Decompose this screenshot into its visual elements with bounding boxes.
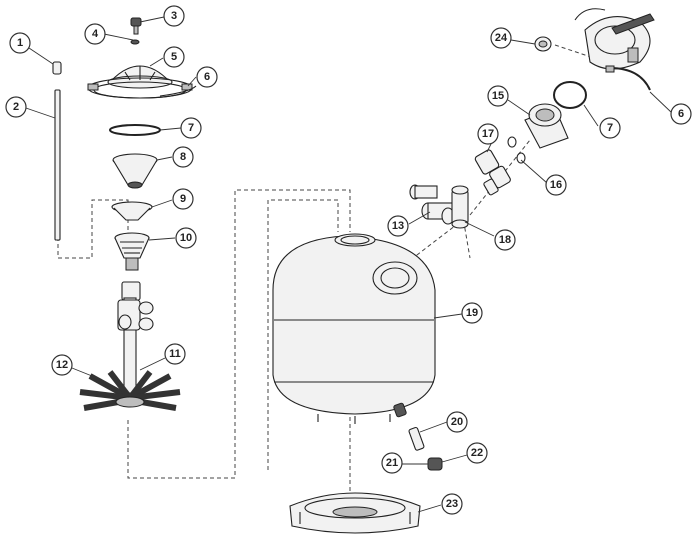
callout-12: 12 xyxy=(51,354,73,376)
callout-label: 4 xyxy=(92,28,99,40)
callout-label: 9 xyxy=(180,193,186,205)
callout-label: 8 xyxy=(180,151,186,163)
part-22-drain-cap xyxy=(427,457,443,471)
callout-17: 17 xyxy=(477,123,499,145)
callout-13: 13 xyxy=(387,215,409,237)
part-20-drain-body xyxy=(393,402,425,451)
callout-label: 5 xyxy=(171,51,177,63)
part-7-o-ring-right xyxy=(553,81,587,109)
callout-label: 7 xyxy=(607,122,613,134)
callout-10: 10 xyxy=(175,227,197,249)
part-24-pressure-gauge xyxy=(534,36,552,52)
callout-21: 21 xyxy=(381,452,403,474)
part-10-basket xyxy=(114,232,150,271)
callout-16: 16 xyxy=(545,174,567,196)
part-8-diffuser xyxy=(112,153,158,189)
part-5-dome-cover xyxy=(107,65,173,89)
callout-7-left: 7 xyxy=(180,117,202,139)
callout-label: 1 xyxy=(17,37,23,49)
callout-24: 24 xyxy=(490,27,512,49)
callout-8: 8 xyxy=(172,146,194,168)
callout-label: 10 xyxy=(180,232,192,244)
callout-label: 6 xyxy=(204,71,210,83)
callout-label: 20 xyxy=(451,416,463,428)
callout-label: 21 xyxy=(386,457,398,469)
callout-label: 3 xyxy=(171,10,177,22)
multiport-valve xyxy=(574,8,655,70)
callout-11: 11 xyxy=(164,343,186,365)
callout-label: 2 xyxy=(13,101,19,113)
callout-1: 1 xyxy=(9,32,31,54)
part-15-valve-adapter xyxy=(524,103,569,149)
callout-label: 17 xyxy=(482,128,494,140)
part-9-flange xyxy=(111,201,153,221)
callout-22: 22 xyxy=(466,442,488,464)
part-6-clamp-ring-left xyxy=(87,77,197,99)
callout-19: 19 xyxy=(461,302,483,324)
part-6-clamp-ring-right xyxy=(605,65,651,91)
callout-18: 18 xyxy=(494,229,516,251)
part-1-cap xyxy=(52,61,62,75)
part-13-manifold xyxy=(409,184,457,225)
part-23-base xyxy=(289,492,421,534)
part-7-o-ring-left xyxy=(109,124,161,136)
callout-label: 12 xyxy=(56,359,68,371)
callout-23: 23 xyxy=(441,493,463,515)
part-16-o-rings xyxy=(507,136,526,164)
callout-label: 6 xyxy=(678,108,684,120)
callout-label: 22 xyxy=(471,447,483,459)
part-4-washer xyxy=(130,39,140,45)
callout-3: 3 xyxy=(163,5,185,27)
callout-label: 15 xyxy=(492,90,504,102)
part-19-tank xyxy=(272,233,436,424)
callout-6-right: 6 xyxy=(670,103,692,125)
part-17-union xyxy=(474,149,511,196)
callout-label: 11 xyxy=(169,348,181,360)
callout-label: 18 xyxy=(499,234,511,246)
callout-6-left: 6 xyxy=(196,66,218,88)
part-2-rod xyxy=(54,89,61,241)
callout-20: 20 xyxy=(446,411,468,433)
part-18-manifold-elbow xyxy=(451,185,469,229)
callout-5: 5 xyxy=(163,46,185,68)
callout-4: 4 xyxy=(84,23,106,45)
callout-label: 16 xyxy=(550,179,562,191)
callout-2: 2 xyxy=(5,96,27,118)
callout-label: 24 xyxy=(495,32,508,44)
callout-label: 23 xyxy=(446,498,458,510)
part-3-screw xyxy=(130,17,142,35)
callout-7-right: 7 xyxy=(599,117,621,139)
part-12-laterals xyxy=(79,370,181,411)
callout-15: 15 xyxy=(487,85,509,107)
callout-label: 19 xyxy=(466,307,478,319)
callout-label: 13 xyxy=(392,220,404,232)
callout-label: 7 xyxy=(188,122,194,134)
callout-9: 9 xyxy=(172,188,194,210)
